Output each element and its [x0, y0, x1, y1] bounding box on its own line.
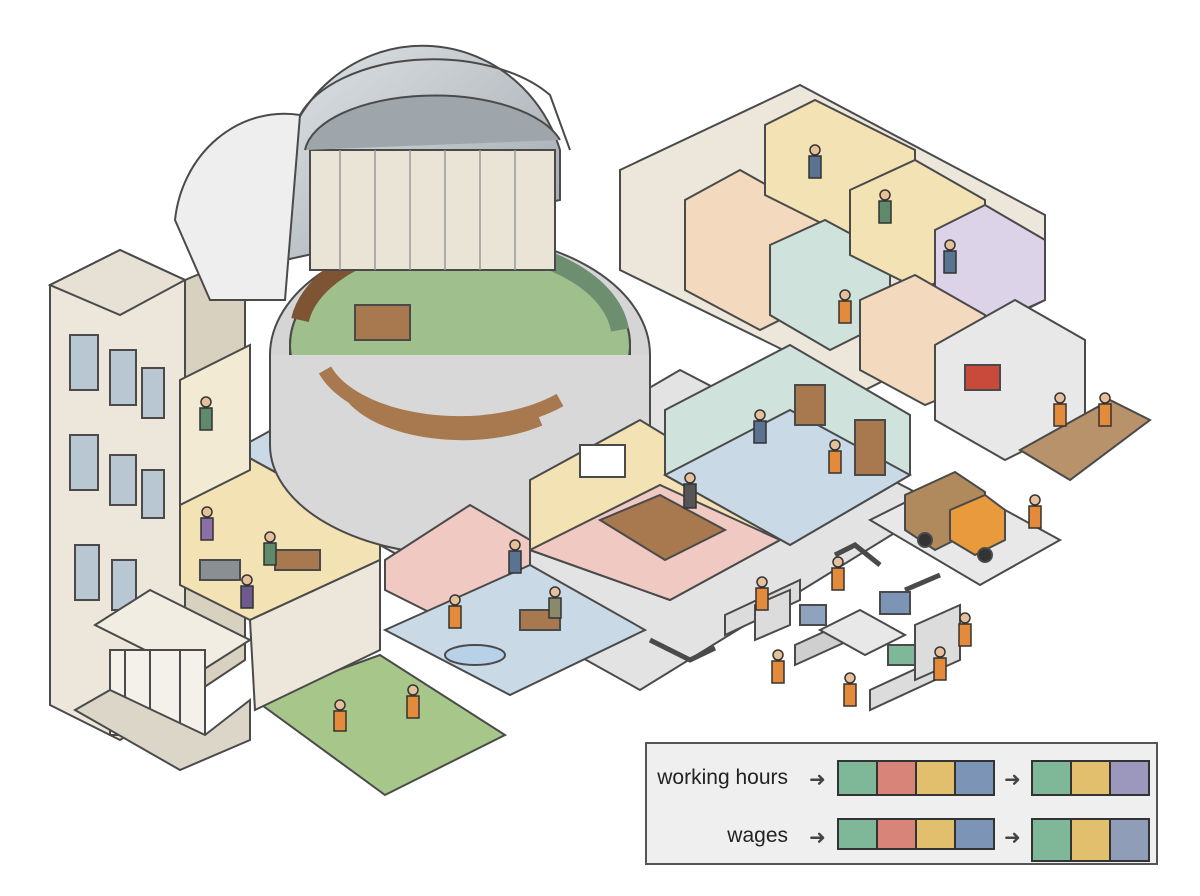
worker-icon: [878, 189, 892, 224]
arrow-icon: ➜: [809, 769, 826, 791]
color-segment: [1111, 762, 1148, 794]
worker-icon: [200, 506, 214, 541]
color-segment: [839, 820, 878, 848]
entrance-portico: [72, 588, 253, 772]
tool-room: [934, 298, 1152, 482]
color-segment: [1072, 820, 1111, 860]
color-segment: [878, 762, 917, 794]
worker-icon: [199, 396, 213, 431]
worker-icon: [933, 646, 947, 681]
assembly-line-icon: [724, 578, 961, 712]
color-segment: [956, 762, 993, 794]
after-bar-wages: [1031, 818, 1150, 862]
garden-wall: [248, 558, 381, 712]
worker-icon: [263, 531, 277, 566]
worker-icon: [1053, 392, 1067, 427]
meeting-room: [527, 418, 783, 602]
truck-icon: [867, 470, 1063, 587]
worker-icon: [406, 684, 420, 719]
worker-icon: [683, 472, 697, 509]
color-segment: [956, 820, 993, 848]
arrow-icon: ➜: [809, 827, 826, 849]
archive-room: [662, 343, 913, 547]
worker-icon: [548, 586, 562, 619]
color-segment: [917, 820, 956, 848]
worker-icon: [828, 439, 842, 474]
worker-icon: [755, 576, 769, 611]
worker-icon: [771, 649, 785, 684]
legend-label-wages: wages: [727, 824, 788, 847]
worker-icon: [1028, 494, 1042, 529]
back-wing: [179, 343, 251, 507]
color-segment: [1033, 820, 1072, 860]
worker-icon: [333, 699, 347, 732]
legend-row-wages: wages ➜ ➜: [647, 816, 1156, 862]
worker-icon: [1098, 392, 1112, 427]
worker-icon: [838, 289, 852, 324]
color-segment: [839, 762, 878, 794]
parliament-dome-icon: [173, 44, 571, 301]
worker-icon: [808, 144, 822, 179]
arrow-icon: ➜: [1004, 769, 1021, 791]
worker-icon: [753, 409, 767, 444]
flow-arrows: [648, 542, 941, 663]
workers: [199, 144, 1112, 732]
color-segment: [1033, 762, 1072, 794]
legend-row-working-hours: working hours ➜ ➜: [647, 758, 1156, 798]
legend-label-working-hours: working hours: [657, 766, 788, 789]
before-bar-working-hours: [837, 760, 995, 796]
after-bar-working-hours: [1031, 760, 1150, 796]
worker-icon: [958, 612, 972, 647]
before-bar-wages: [837, 818, 995, 850]
cleaning-room: [382, 503, 648, 697]
color-segment: [1111, 820, 1148, 860]
color-segment: [1072, 762, 1111, 794]
worker-icon: [508, 539, 522, 574]
legend-panel: working hours ➜ ➜ wages ➜ ➜: [645, 742, 1158, 865]
worker-icon: [448, 594, 462, 629]
worker-icon: [943, 239, 957, 274]
worker-icon: [240, 574, 254, 609]
worker-icon: [843, 672, 857, 707]
arrow-icon: ➜: [1004, 827, 1021, 849]
color-segment: [917, 762, 956, 794]
color-segment: [878, 820, 917, 848]
parliament-chamber: [269, 234, 651, 556]
worker-icon: [831, 556, 845, 591]
